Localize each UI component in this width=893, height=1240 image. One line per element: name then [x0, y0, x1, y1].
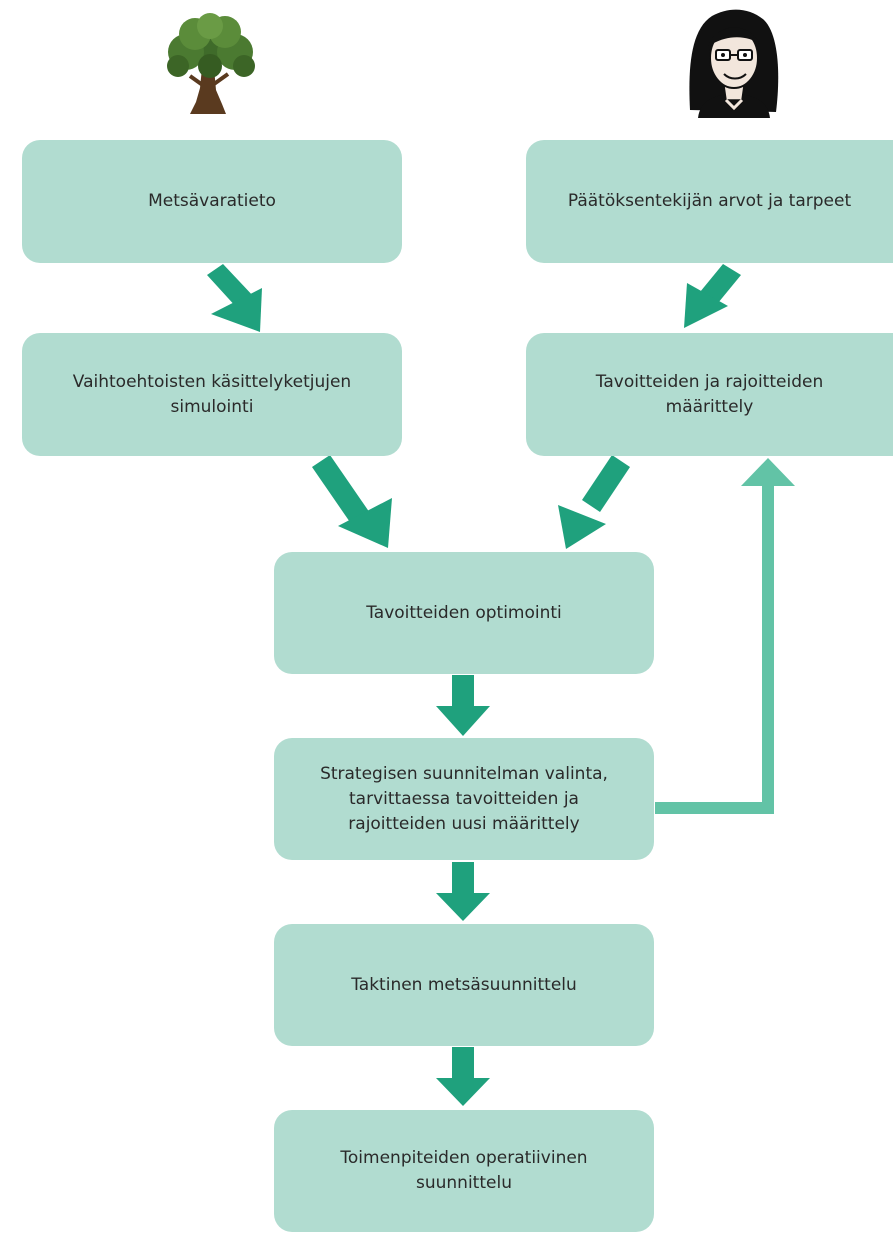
box-tavoitteet-rajoitteet: Tavoitteiden ja rajoitteiden määrittely [526, 333, 893, 456]
arrow-metsavaratieto-to-simulointi [207, 264, 262, 332]
box-paatoksentekija: Päätöksentekijän arvot ja tarpeet [526, 140, 893, 263]
box-simulointi: Vaihtoehtoisten käsittelyketjujen simulo… [22, 333, 402, 456]
arrow-strateginen-to-taktinen [436, 862, 490, 921]
box-metsavaratieto: Metsävaratieto [22, 140, 402, 263]
box-taktinen: Taktinen metsäsuunnittelu [274, 924, 654, 1046]
arrow-paatoksentekija-to-tavoitteet [684, 264, 741, 328]
arrow-optimointi-to-strateginen [436, 675, 490, 736]
box-strateginen-valinta: Strategisen suunnitelman valinta, tarvit… [274, 738, 654, 860]
feedback-arrow-to-tavoitteet [655, 458, 795, 814]
arrow-taktinen-to-operatiivinen [436, 1047, 490, 1106]
box-operatiivinen: Toimenpiteiden operatiivinen suunnittelu [274, 1110, 654, 1232]
arrow-simulointi-to-optimointi [312, 455, 392, 548]
arrow-tavoitteet-to-optimointi [558, 455, 630, 549]
box-optimointi: Tavoitteiden optimointi [274, 552, 654, 674]
